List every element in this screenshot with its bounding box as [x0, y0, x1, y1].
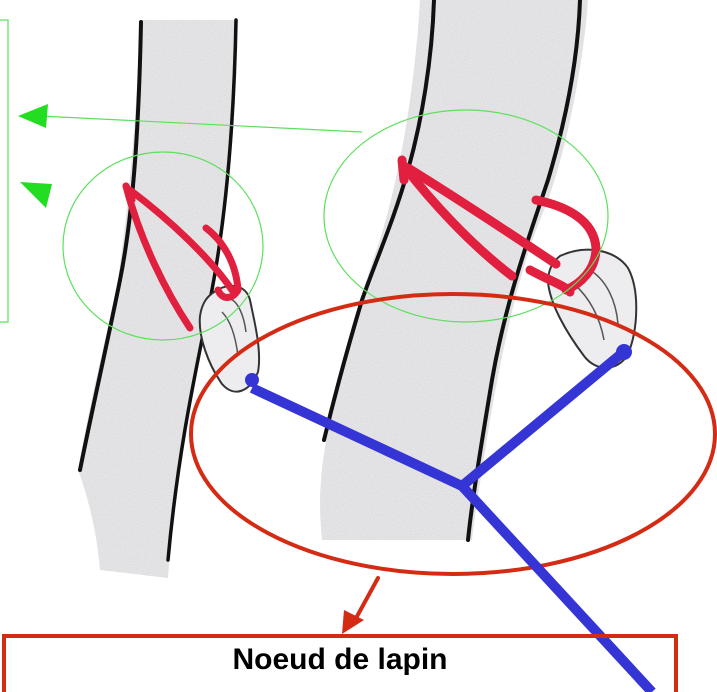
annotation-arrow — [342, 578, 378, 634]
blue-pointer-end-right — [616, 344, 632, 360]
right-leg-body — [320, 0, 588, 540]
green-arrow-lower — [20, 182, 52, 208]
blue-pointer-end-left — [245, 373, 259, 387]
caption-title: Noeud de lapin — [2, 643, 678, 677]
left-bracket — [0, 20, 8, 322]
